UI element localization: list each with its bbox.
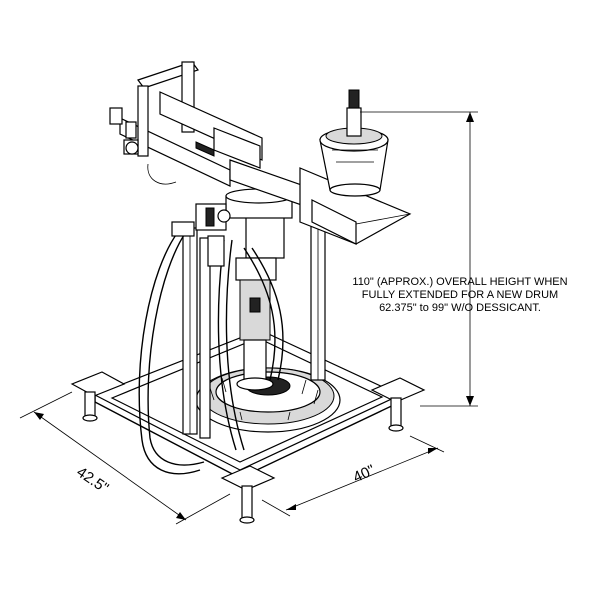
height-note-line-1: 110" (APPROX.) OVERALL HEIGHT WHEN: [352, 276, 568, 288]
desiccant-bucket: [319, 89, 389, 197]
leveling-foot-right: [370, 377, 426, 432]
air-controls: [125, 121, 231, 267]
depth-dimension-label: 42.5": [73, 464, 111, 497]
dimension-width: [261, 435, 445, 517]
width-dimension-label: 40": [351, 462, 378, 487]
drum-platen: [195, 367, 341, 433]
leveling-foot-front: [220, 465, 276, 524]
desiccant-arm: [229, 159, 412, 245]
hoses: [138, 163, 284, 475]
height-note-line-2: FULLY EXTENDED FOR A NEW DRUM: [361, 289, 559, 301]
leveling-foot-left: [70, 371, 126, 422]
dimension-depth: [19, 391, 231, 525]
height-note-line-3: 62.375" to 99" W/O DESSICANT.: [379, 302, 541, 314]
overall-height-note: 110" (APPROX.) OVERALL HEIGHT WHEN FULLY…: [318, 276, 600, 315]
dimension-height: [360, 111, 478, 407]
upper-frame: [109, 61, 263, 187]
